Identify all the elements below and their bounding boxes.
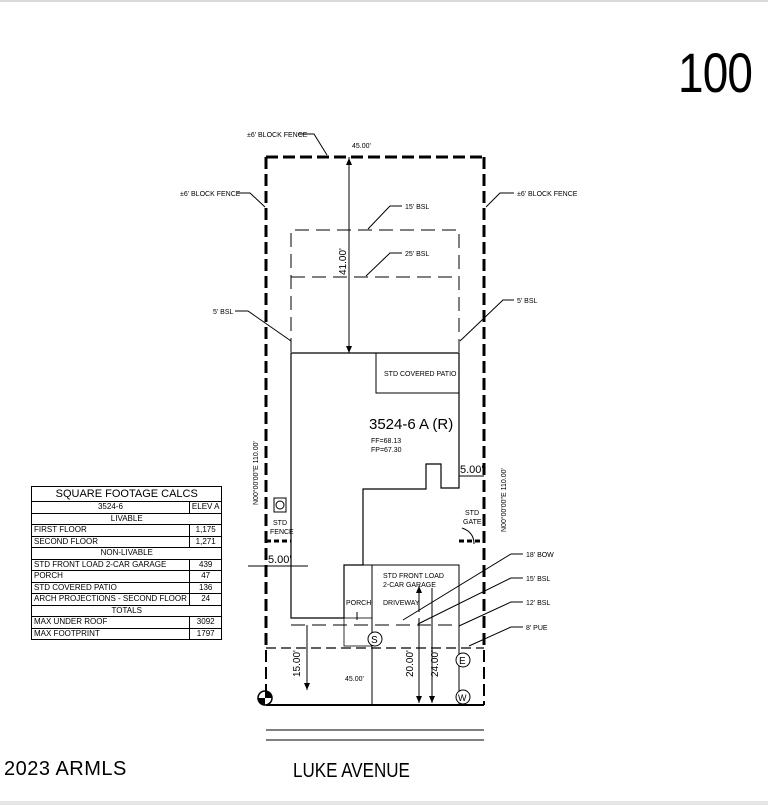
utility-w: W bbox=[458, 693, 467, 703]
row-label: FIRST FLOOR bbox=[31, 524, 190, 537]
table-row: MAX FOOTPRINT 1797 bbox=[31, 627, 223, 640]
setback-lines bbox=[290, 229, 460, 626]
row-value: 1,175 bbox=[188, 524, 223, 537]
row-value: 1,271 bbox=[188, 535, 223, 548]
table-row: SECOND FLOOR 1,271 bbox=[31, 535, 223, 548]
water-marker bbox=[455, 689, 471, 705]
callout-8-pue: 8' PUE bbox=[526, 625, 548, 632]
top-border bbox=[0, 0, 768, 2]
callout-block-fence-top: ±6' BLOCK FENCE bbox=[247, 132, 308, 139]
table-section-livable: LIVABLE bbox=[30, 512, 223, 525]
fp-label: FP=67.30 bbox=[371, 447, 402, 454]
row-label: STD COVERED PATIO bbox=[31, 581, 190, 594]
garage-label-1: STD FRONT LOAD bbox=[383, 573, 444, 580]
ac-unit-fan bbox=[275, 500, 285, 510]
row-value: 3092 bbox=[188, 616, 223, 629]
callout-5-bsl-right: 5' BSL bbox=[517, 298, 538, 305]
street-name: LUKE AVENUE bbox=[293, 760, 410, 782]
garage-label-2: 2-CAR GARAGE bbox=[383, 582, 436, 589]
front-24-dim-label: 24.00' bbox=[430, 650, 441, 677]
bearing-right-label: N00°00'00"E 110.00' bbox=[500, 468, 508, 532]
gate-swing bbox=[461, 527, 475, 545]
row-value: 47 bbox=[188, 570, 223, 583]
callout-5-bsl-left: 5' BSL bbox=[213, 309, 234, 316]
table-row: MAX UNDER ROOF 3092 bbox=[31, 616, 223, 629]
std-fence-label-1: STD bbox=[273, 520, 287, 527]
callout-18-bow: 18' BOW bbox=[526, 552, 554, 559]
row-label: SECOND FLOOR bbox=[31, 535, 190, 548]
width-top-dim: 45.00' bbox=[352, 143, 371, 150]
callout-15-bsl-front: 15' BSL bbox=[526, 576, 550, 583]
rear-setback-dim-label: 41.00' bbox=[338, 248, 349, 275]
leader-lines bbox=[235, 133, 523, 647]
sewer-marker bbox=[367, 631, 383, 647]
row-label: MAX UNDER ROOF bbox=[31, 616, 190, 629]
row-value: 136 bbox=[188, 581, 223, 594]
row-label: ARCH PROJECTIONS - SECOND FLOOR bbox=[31, 593, 190, 606]
utility-e: E bbox=[459, 656, 466, 667]
driveway-label: DRIVEWAY bbox=[383, 600, 420, 607]
callout-25-bsl: 25' BSL bbox=[405, 251, 429, 258]
porch-label: PORCH bbox=[346, 600, 371, 607]
utility-s: S bbox=[371, 635, 378, 646]
front-15-dim-label: 15.00' bbox=[292, 650, 303, 677]
copyright-text: 2023 ARMLS bbox=[4, 758, 127, 780]
front-20-dim-label: 20.00' bbox=[405, 650, 416, 677]
row-label: MAX FOOTPRINT bbox=[31, 627, 190, 640]
width-bottom-dim: 45.00' bbox=[345, 676, 364, 683]
table-col-plan: 3524-6 bbox=[31, 501, 190, 514]
callout-block-fence-right: ±6' BLOCK FENCE bbox=[517, 191, 578, 198]
side-right-dim-label: 5.00' bbox=[460, 464, 484, 476]
walk-outline bbox=[343, 617, 373, 647]
row-value: 439 bbox=[188, 558, 223, 571]
callout-15-bsl-top: 15' BSL bbox=[405, 204, 429, 211]
table-row: PORCH 47 bbox=[31, 570, 223, 583]
callout-12-bsl: 12' BSL bbox=[526, 600, 550, 607]
bottom-border bbox=[0, 801, 768, 805]
covered-patio-outline bbox=[375, 352, 460, 394]
table-section-nonlivable: NON-LIVABLE bbox=[30, 547, 223, 560]
table-section-totals: TOTALS bbox=[30, 604, 223, 617]
table-col-elev: ELEV A bbox=[188, 501, 223, 514]
lot-corner-icon bbox=[257, 690, 273, 706]
table-row: FIRST FLOOR 1,175 bbox=[31, 524, 223, 537]
covered-patio-label: STD COVERED PATIO bbox=[384, 371, 457, 378]
std-fence-label-2: FENCE bbox=[270, 529, 294, 536]
plan-label: 3524-6 A (R) bbox=[369, 416, 453, 433]
row-value: 24 bbox=[188, 593, 223, 606]
square-footage-table: SQUARE FOOTAGE CALCS 3524-6 ELEV A LIVAB… bbox=[30, 486, 223, 640]
ff-label: FF=68.13 bbox=[371, 438, 401, 445]
callout-block-fence-left: ±6' BLOCK FENCE bbox=[180, 191, 241, 198]
lot-number: 100 bbox=[678, 41, 753, 104]
garage-outline bbox=[363, 564, 460, 618]
std-gate-label-2: GATE bbox=[463, 519, 482, 526]
side-left-dim-label: 5.00' bbox=[268, 554, 292, 566]
table-row: ARCH PROJECTIONS - SECOND FLOOR 24 bbox=[31, 593, 223, 606]
table-row: STD COVERED PATIO 136 bbox=[31, 581, 223, 594]
ac-unit bbox=[273, 497, 287, 513]
table-title: SQUARE FOOTAGE CALCS bbox=[30, 486, 223, 502]
table-row: STD FRONT LOAD 2-CAR GARAGE 439 bbox=[31, 558, 223, 571]
electric-marker bbox=[455, 652, 471, 668]
bearing-left-label: N00°00'00"E 110.00' bbox=[252, 441, 260, 505]
row-label: STD FRONT LOAD 2-CAR GARAGE bbox=[31, 558, 190, 571]
row-value: 1797 bbox=[188, 627, 223, 640]
row-label: PORCH bbox=[31, 570, 190, 583]
std-gate-label-1: STD bbox=[465, 510, 479, 517]
lot-boundary bbox=[264, 155, 486, 650]
